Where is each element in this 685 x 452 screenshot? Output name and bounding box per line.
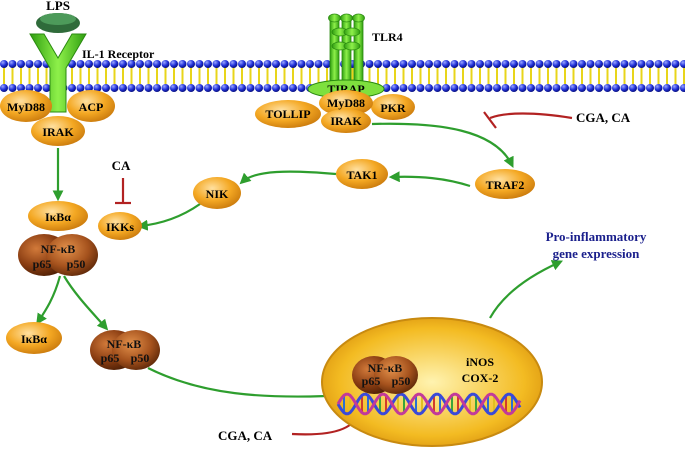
inhibit-cga-ca-top-line [489,112,573,120]
ikba-free-label: IκBα [21,332,47,346]
tak1-label: TAK1 [346,168,377,182]
cga-ca-top-label: CGA, CA [576,110,631,125]
traf2-label: TRAF2 [486,178,525,192]
traf2-node: TRAF2 [475,169,535,199]
nfkb-label: NF-κB [41,242,76,256]
p50-label: p50 [67,257,86,271]
irak-tlr-label: IRAK [330,114,362,128]
free-nfkb: NF-κB p65 p50 [90,330,160,370]
cox2-label: COX-2 [462,371,499,385]
nfkb-nuc-label: NF-κB [368,361,403,375]
dna-helix [336,392,522,416]
inhibit-cga-ca-top-bar [483,111,497,129]
ikba-label: IκBα [45,210,71,224]
proinflammatory-line1: Pro-inflammatory [546,229,647,244]
arrow-traf2-to-tak1 [388,171,471,188]
pkr-label: PKR [380,101,406,115]
tollip-label: TOLLIP [265,107,310,121]
p65-label: p65 [33,257,52,271]
arrow-to-free-nfkb [63,275,109,331]
ikks-node: IKKs [98,212,142,240]
proinflammatory-line2: gene expression [553,246,641,261]
free-ikba: IκBα [6,322,62,354]
il1-receptor-label: IL-1 Receptor [82,47,155,61]
arrow-irak-to-traf2 [371,122,514,168]
nfkb-mid-label: NF-κB [107,337,142,351]
myd88-tlr-label: MyD88 [327,96,365,110]
acp-label: ACP [79,100,104,114]
nik-node: NIK [193,177,241,209]
p65-nuc-label: p65 [362,374,381,388]
cga-ca-bottom-label: CGA, CA [218,428,273,443]
arrow-to-free-ikba [36,275,62,325]
tlr4-label: TLR4 [372,30,403,44]
tlr4-adaptor-complex: TOLLIP PKR MyD88 IRAK [255,90,415,133]
arrow-nfkb-to-nucleus [147,367,354,401]
myd88-label: MyD88 [7,100,45,114]
activation-arrows [36,122,564,401]
p50-nuc-label: p50 [392,374,411,388]
nik-label: NIK [206,187,229,201]
ca-label: CA [112,158,131,173]
irak-label: IRAK [42,125,74,139]
il1-receptor: IL-1 Receptor [29,33,155,113]
p50-mid-label: p50 [131,351,150,365]
inos-label: iNOS [466,355,494,369]
nucleus: NF-κB p65 p50 iNOS COX-2 [321,317,543,447]
il1-adaptor-complex: MyD88 ACP IRAK [0,90,115,146]
tak1-node: TAK1 [336,159,388,189]
arrow-nucleus-to-expression [489,260,564,319]
arrow-nik-to-ikks [136,203,201,231]
arrow-tak1-to-nik [239,170,337,185]
ikks-label: IKKs [106,220,134,234]
ikba-nfkb-complex: IκBα NF-κB p65 p50 [18,201,98,276]
lps-molecule: LPS [36,0,80,33]
tlr4-receptor: TLR4 TIRAP [307,13,403,99]
lps-label: LPS [46,0,70,13]
p65-mid-label: p65 [101,351,120,365]
